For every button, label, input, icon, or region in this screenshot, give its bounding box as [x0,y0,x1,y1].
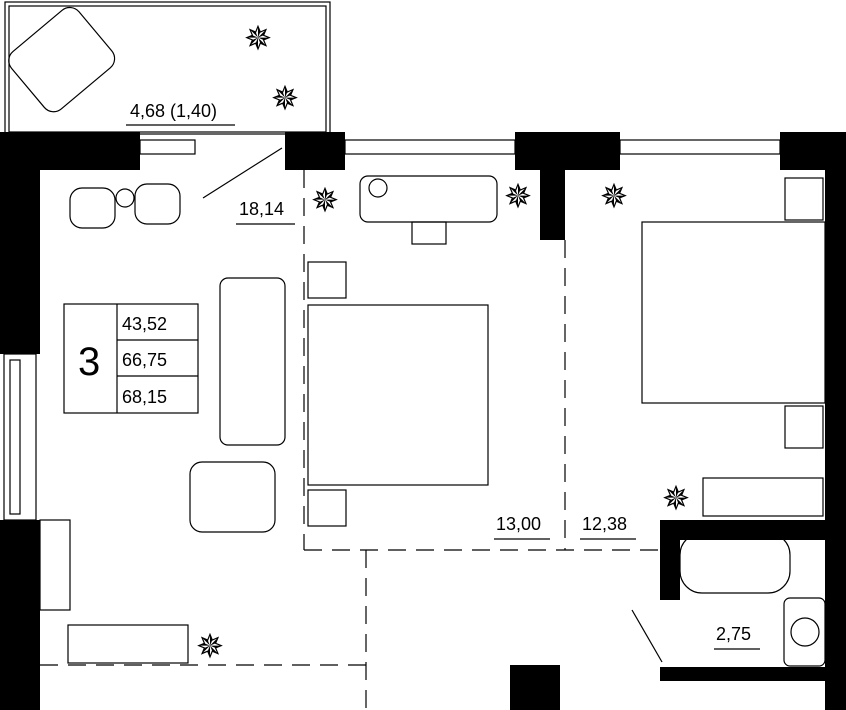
bed-1 [307,304,489,486]
plants: ✵ ✵ ✵ ✵ ✵ ✵ ✵ [196,20,691,666]
svg-text:✵: ✵ [311,182,340,220]
sofa [219,277,286,446]
svg-text:✵: ✵ [196,628,225,666]
total-with-balcony: 68,15 [122,387,167,407]
desk-chair [368,178,388,198]
bathroom-area: 2,75 [716,624,751,644]
svg-text:✵: ✵ [244,20,273,58]
svg-text:✵: ✵ [271,80,300,118]
table [115,188,135,208]
desk [359,175,498,223]
furniture [8,6,826,667]
wardrobe [702,477,824,517]
wardrobe [67,624,189,664]
armchair [69,187,116,229]
living-area: 18,14 [239,199,284,219]
balcony-outline [4,1,331,135]
nightstand [307,489,347,527]
living-area-total: 43,52 [122,314,167,334]
sink [783,597,826,667]
partitions [40,147,663,710]
shelf [39,519,71,611]
nightstand [307,261,347,299]
svg-text:✵: ✵ [504,178,533,216]
walls [0,132,846,710]
svg-text:✵: ✵ [600,178,629,216]
bathtub [679,532,791,594]
sink-bowl [790,617,820,647]
windows [3,139,781,521]
balcony-inner [8,5,327,133]
total-area: 66,75 [122,350,167,370]
svg-text:✵: ✵ [662,480,691,518]
nightstand [784,177,824,221]
rooms-count: 3 [78,340,100,384]
armchair [8,6,116,113]
bed-2 [641,221,826,404]
nightstand [784,405,824,449]
bedroom1-area: 13,00 [496,514,541,534]
bedroom2-area: 12,38 [582,514,627,534]
armchair [134,183,181,225]
balcony-area: 4,68 (1,40) [130,101,217,121]
summary-table: 3 43,52 66,75 68,15 [63,303,199,414]
room-labels: 4,68 (1,40) 18,14 13,00 12,38 2,75 [126,101,760,650]
chair [411,221,447,245]
armchair [189,461,276,533]
